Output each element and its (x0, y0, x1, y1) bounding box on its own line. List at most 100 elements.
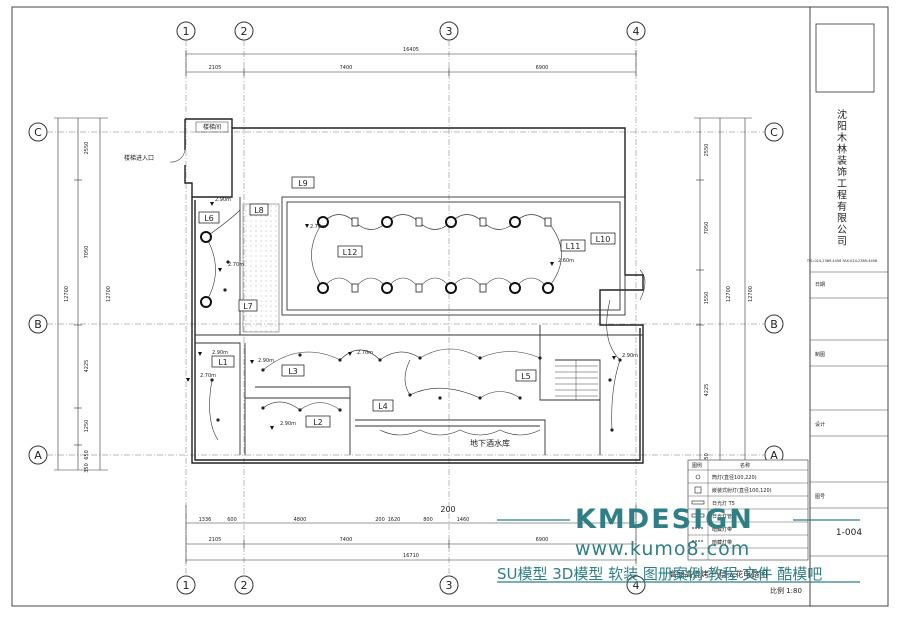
dim-bottom-seg-1: 2105 (209, 537, 222, 543)
dimension-lines-top (185, 50, 637, 76)
building-walls (184, 118, 644, 464)
dim-right-seg-5: 850 (704, 453, 710, 463)
grid-label-1-top: 1 (183, 25, 190, 38)
grid-label-3-bottom: 3 (446, 579, 453, 592)
dim-left-seg-1: 2550 (84, 142, 90, 155)
dim-bottom-detail-5: 1620 (388, 517, 401, 523)
spotlight-icon (479, 217, 487, 227)
watermark-url: www.kumo8.com (575, 538, 751, 560)
elevation-label: 2.90m (212, 350, 228, 356)
dim-right-seg-1: 2550 (704, 144, 710, 157)
circuit-label-l11: L11 (566, 242, 581, 251)
grid-bubbles-bottom (176, 575, 646, 595)
circuit-label-l9: L9 (298, 179, 308, 188)
legend-item: 筒灯(直径100,220) (712, 474, 757, 481)
watermark-lines (497, 519, 860, 583)
grid-label-c-right: C (770, 126, 778, 139)
elevation-markers (186, 202, 616, 430)
dim-top-total: 16405 (403, 47, 419, 53)
grid-label-a-left: A (34, 449, 42, 462)
elevation-label: 2.90m (258, 358, 274, 364)
grid-label-3-top: 3 (446, 25, 453, 38)
dim-bottom-seg-3: 6900 (536, 537, 549, 543)
field-date: 日期 (815, 282, 825, 288)
hatched-ceiling-area (242, 203, 280, 333)
legend-item: 暗藏灯带 (712, 526, 732, 533)
elevation-label: 2.70m (228, 262, 244, 268)
dim-bottom-detail-4: 200 (375, 517, 385, 523)
grid-bubble-3-bottom (439, 575, 459, 595)
downlights (200, 216, 554, 308)
elevation-label: 2.70m (357, 350, 373, 356)
spotlight-icon (479, 283, 487, 293)
dim-left-seg-5: 650 (84, 450, 90, 460)
dim-top-seg-2: 7400 (340, 65, 353, 71)
circuit-label-l8: L8 (254, 206, 264, 215)
grid-label-c-left: C (34, 126, 42, 139)
grid-label-a-right: A (770, 449, 778, 462)
entry-door-swing (169, 149, 186, 163)
grid-label-b-right: B (770, 318, 778, 331)
downlight-icon (200, 231, 212, 243)
field-design: 设计 (815, 421, 825, 428)
downlight-icon (445, 216, 457, 228)
drawing-title: 高丽高烧烤 一层天花电路图 (669, 569, 768, 579)
dim-top-seg-1: 2105 (209, 65, 222, 71)
watermark-brand: KMDESIGN (575, 504, 754, 535)
circuit-label-l3: L3 (288, 367, 298, 376)
downlight-icon (509, 216, 521, 228)
dim-bottom-detail-7: 200 (440, 505, 455, 514)
dim-left-total-outer: 12700 (64, 286, 70, 302)
legend-item: 日光灯 T5 (712, 500, 735, 507)
circuit-label-l4: L4 (378, 402, 388, 411)
grid-label-4-top: 4 (633, 25, 640, 38)
company-name: 沈阳木林装饰工程有限公司 (837, 108, 847, 248)
elevation-label: 2.60m (558, 258, 574, 264)
legend-table: 图例 名称 筒灯(直径100,220) 嵌装式射灯(直径100,120) 日光灯… (687, 459, 809, 561)
circuit-label-l1: L1 (218, 358, 228, 367)
dim-right-total: 12700 (726, 286, 732, 302)
legend-item: 暗藏灯带 (712, 539, 732, 546)
circuit-label-l7: L7 (243, 302, 253, 311)
stair-room-label-box (195, 121, 229, 133)
dim-left-seg-6: 350 (84, 463, 90, 473)
dim-top-seg-3: 6900 (536, 65, 549, 71)
legend-item: 日光灯管 (712, 513, 732, 520)
dimension-lines-bottom (185, 505, 637, 564)
logo-placeholder (815, 23, 875, 93)
legend-item: 嵌装式射灯(直径100,120) (712, 487, 772, 494)
grid-bubble-1-bottom (176, 575, 196, 595)
elevation-label: 2.90m (280, 421, 296, 427)
grid-bubble-4-bottom (626, 575, 646, 595)
spotlight-icon (351, 217, 359, 227)
dim-bottom-detail-3: 4800 (294, 517, 307, 523)
dim-right-seg-2: 7050 (704, 222, 710, 235)
dim-bottom-total: 16710 (403, 553, 419, 559)
dim-left-seg-4: 1250 (84, 420, 90, 433)
circuit-label-l10: L10 (596, 235, 611, 244)
watermark-tagline: SU模型 3D模型 软装 图册案例 教程 文件 酷模吧 (497, 565, 823, 583)
grid-label-4-bottom: 4 (633, 579, 640, 592)
cellar-label: 地下酒水库 (470, 438, 510, 448)
grid-bubbles-left (28, 122, 48, 465)
circuit-label-l2: L2 (313, 418, 323, 427)
dim-right-seg-3: 1550 (704, 292, 710, 305)
circuit-label-l6: L6 (204, 214, 214, 223)
sheet-border (11, 6, 889, 607)
elevation-label: 2.90m (622, 353, 638, 359)
elevation-label: 2.70m (310, 224, 326, 230)
grid-axes (47, 40, 765, 576)
spotlights (351, 217, 552, 293)
staircase (555, 360, 598, 400)
downlight-icon (317, 216, 329, 228)
dimension-lines-left (54, 117, 108, 471)
downlight-icon (445, 282, 457, 294)
downlight-icon (542, 282, 554, 294)
downlight-icon (381, 216, 393, 228)
circuit-tags (198, 176, 616, 428)
field-number: 图号 (815, 494, 825, 500)
dim-left-seg-3: 4225 (84, 360, 90, 373)
grid-bubbles-right (764, 122, 784, 465)
entrance-label: 楼梯进入口 (124, 154, 154, 162)
